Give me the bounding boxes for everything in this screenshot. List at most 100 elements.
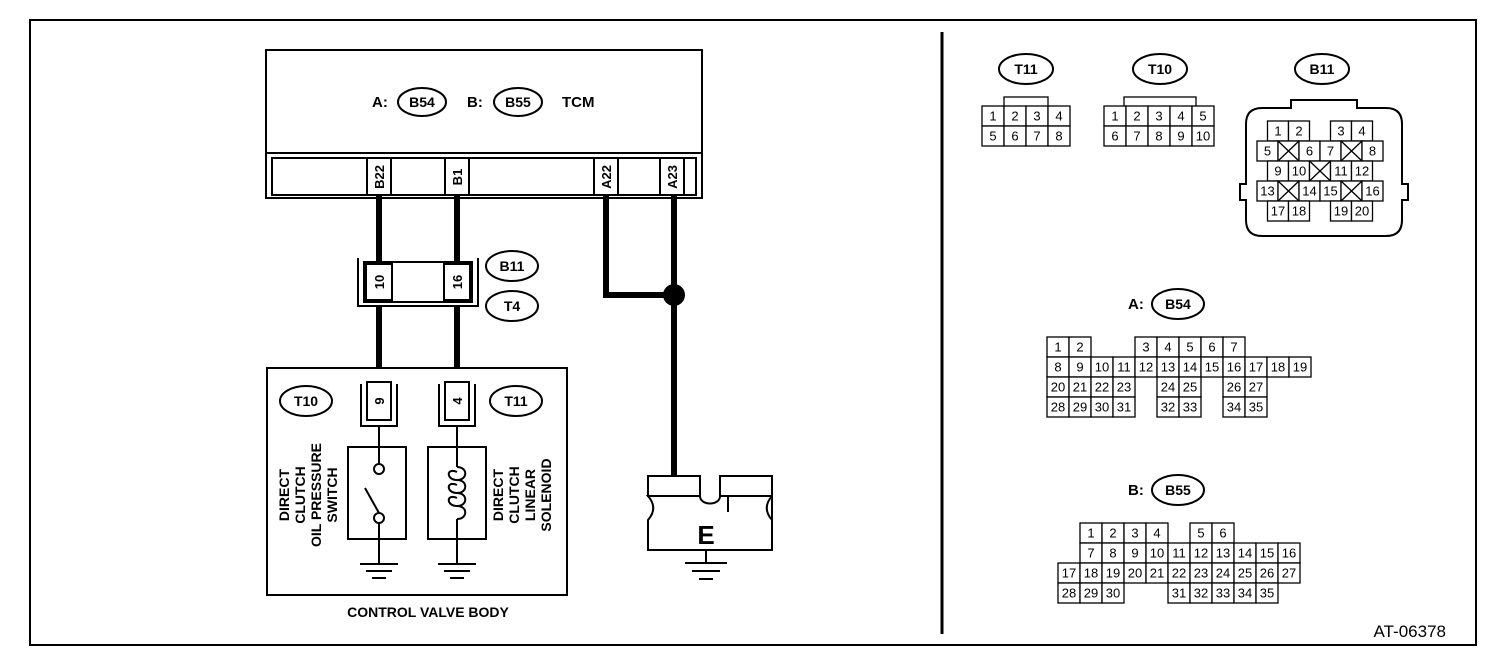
switch-label-line-1: DIRECT xyxy=(276,469,292,522)
blank-pin-cross xyxy=(1340,180,1363,202)
pin-label: 6 xyxy=(1208,340,1215,355)
connector-b11-name: B11 xyxy=(1310,61,1335,77)
pin-label: 1 xyxy=(1054,340,1061,355)
pin-label: 16 xyxy=(1365,184,1379,199)
blank-pin-cross xyxy=(1277,140,1300,162)
pin-label: 10 xyxy=(1150,546,1164,561)
intermediate-lower-name: T4 xyxy=(504,298,521,314)
connector-t11-name: T11 xyxy=(1014,61,1038,77)
pin-label: 3 xyxy=(1337,124,1344,139)
pin-label: 9 xyxy=(1177,129,1184,144)
pin-label: 32 xyxy=(1161,400,1175,415)
pin-label: 34 xyxy=(1227,400,1241,415)
pin-label: 8 xyxy=(1055,129,1062,144)
pin-label: 27 xyxy=(1282,566,1296,581)
pin-label: 6 xyxy=(1219,526,1226,541)
pin-label: 7 xyxy=(1033,129,1040,144)
switch-label-line-2: CLUTCH xyxy=(292,466,308,524)
pin-label: 14 xyxy=(1183,360,1197,375)
pin-label: 26 xyxy=(1227,380,1241,395)
pin-label: 25 xyxy=(1238,566,1252,581)
pin-label: 5 xyxy=(1197,526,1204,541)
pin-label: 25 xyxy=(1183,380,1197,395)
pin-label: 30 xyxy=(1095,400,1109,415)
pin-label: 9 xyxy=(1131,546,1138,561)
tcm-pin-tabs: B22 B1 A22 A23 xyxy=(366,157,685,196)
pin-label: 1 xyxy=(1111,109,1118,124)
cvb-pin-4: 4 xyxy=(450,397,465,405)
pin-label: 21 xyxy=(1150,566,1164,581)
tcm-pin-b22: B22 xyxy=(372,165,387,189)
pin-label: 11 xyxy=(1172,546,1186,561)
pin-label: 1 xyxy=(1274,124,1281,139)
solenoid-label-line-3: LINEAR xyxy=(522,469,538,521)
pin-cell xyxy=(1191,125,1215,147)
pin-label: 7 xyxy=(1087,546,1094,561)
connector-b55-name: B55 xyxy=(1165,482,1191,498)
pin-label: 2 xyxy=(1011,109,1018,124)
pin-label: 4 xyxy=(1153,526,1160,541)
pin-label: 3 xyxy=(1155,109,1162,124)
pin-label: 23 xyxy=(1117,380,1131,395)
pin-label: 11 xyxy=(1334,164,1348,179)
connector-t10-name: T10 xyxy=(1148,61,1172,77)
pin-label: 11 xyxy=(1117,360,1131,375)
pin-label: 20 xyxy=(1128,566,1142,581)
diagram-id: AT-06378 xyxy=(1374,622,1446,641)
pin-label: 6 xyxy=(1111,129,1118,144)
pin-label: 20 xyxy=(1355,204,1369,219)
pin-label: 5 xyxy=(1199,109,1206,124)
intermediate-pin-10: 10 xyxy=(372,275,387,289)
pin-label: 10 xyxy=(1095,360,1109,375)
pin-label: 29 xyxy=(1084,586,1098,601)
pin-label: 15 xyxy=(1260,546,1274,561)
pin-label: 18 xyxy=(1084,566,1098,581)
pin-label: 22 xyxy=(1172,566,1186,581)
tcm-label: TCM xyxy=(562,94,595,111)
pin-label: 20 xyxy=(1051,380,1065,395)
pin-cell xyxy=(1277,562,1301,584)
wires xyxy=(376,195,685,476)
ground-e: E xyxy=(645,475,773,580)
pin-label: 33 xyxy=(1183,400,1197,415)
pin-label: 3 xyxy=(1131,526,1138,541)
control-valve-body: CONTROL VALVE BODY T10 T11 9 4 xyxy=(266,367,568,620)
pin-label: 23 xyxy=(1194,566,1208,581)
pin-label: 22 xyxy=(1095,380,1109,395)
cvb-right-conn-name: T11 xyxy=(504,393,528,409)
pin-label: 29 xyxy=(1073,400,1087,415)
intermediate-connector: 10 16 B11 T4 xyxy=(357,250,539,322)
pin-label: 5 xyxy=(1186,340,1193,355)
pin-label: 24 xyxy=(1216,566,1230,581)
pin-label: 5 xyxy=(1264,144,1271,159)
pin-label: 24 xyxy=(1161,380,1175,395)
oil-pressure-switch xyxy=(347,426,407,579)
pin-cell xyxy=(1244,396,1268,418)
pin-label: 16 xyxy=(1227,360,1241,375)
pin-label: 7 xyxy=(1133,129,1140,144)
pin-label: 4 xyxy=(1055,109,1062,124)
tcm-pin-a22: A22 xyxy=(599,165,614,189)
pin-label: 28 xyxy=(1062,586,1076,601)
tcm-conn-a-name: B54 xyxy=(409,94,435,110)
pin-label: 14 xyxy=(1238,546,1252,561)
pin-label: 8 xyxy=(1369,144,1376,159)
switch-label-line-4: SWITCH xyxy=(324,467,340,522)
pin-label: 4 xyxy=(1164,340,1171,355)
pin-label: 8 xyxy=(1054,360,1061,375)
pin-cell xyxy=(1047,125,1071,147)
pin-label: 32 xyxy=(1194,586,1208,601)
pin-label: 30 xyxy=(1106,586,1120,601)
pin-label: 18 xyxy=(1271,360,1285,375)
pin-label: 2 xyxy=(1109,526,1116,541)
pin-label: 2 xyxy=(1295,124,1302,139)
solenoid-label-line-1: DIRECT xyxy=(490,469,506,522)
pin-label: 2 xyxy=(1133,109,1140,124)
intermediate-upper-name: B11 xyxy=(500,258,525,274)
pin-label: 19 xyxy=(1334,204,1348,219)
pin-label: 31 xyxy=(1172,586,1186,601)
pin-label: 5 xyxy=(989,129,996,144)
pin-label: 14 xyxy=(1302,184,1316,199)
solenoid-label-line-2: CLUTCH xyxy=(506,466,522,524)
